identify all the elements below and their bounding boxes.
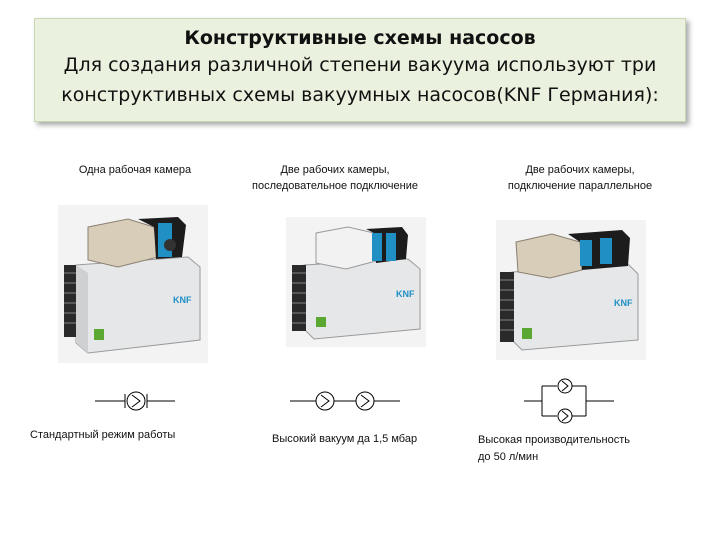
svg-text:KNF: KNF [173, 295, 192, 305]
slide-header: Конструктивные схемы насосов Для создани… [34, 18, 686, 122]
caption-single-line1: Одна рабочая камера [78, 164, 192, 176]
caption-serial-line2: последовательное подключение [252, 180, 418, 192]
serial-schema [290, 391, 400, 411]
single-chamber-pump-image: KNF [58, 205, 208, 363]
caption-parallel-line2: подключение параллельное [507, 180, 653, 192]
serial-two-chamber-pump-image: KNF [286, 217, 426, 347]
caption-serial-line1: Две рабочих камеры, [280, 164, 390, 176]
slide-subtitle-line1: Для создания различной степени вакуума и… [63, 54, 657, 76]
parallel-two-chamber-pump-image: KNF [496, 220, 646, 360]
footnote-parallel-line1: Высокая производительность [478, 434, 630, 446]
single-chamber-schema [95, 391, 175, 411]
footnote-single-line1: Стандартный режим работы [30, 429, 176, 441]
slide-title: Конструктивные схемы насосов [184, 27, 536, 49]
svg-text:KNF: KNF [396, 289, 415, 299]
caption-single-chamber: Одна рабочая камера [50, 162, 220, 178]
caption-parallel: Две рабочих камеры, подключение параллел… [480, 162, 680, 194]
caption-parallel-line1: Две рабочих камеры, [525, 164, 635, 176]
slide-subtitle-line2: конструктивных схемы вакуумных насосов(K… [61, 84, 659, 106]
caption-serial: Две рабочих камеры, последовательное под… [225, 162, 445, 194]
parallel-schema [524, 378, 614, 424]
footnote-parallel: Высокая производительность до 50 л/мин [478, 432, 630, 466]
footnote-serial-line1: Высокий вакуум да 1,5 мбар [272, 433, 418, 445]
footnote-serial: Высокий вакуум да 1,5 мбар [272, 431, 417, 448]
footnote-single: Стандартный режим работы [30, 427, 175, 444]
svg-text:KNF: KNF [614, 298, 633, 308]
footnote-parallel-line2: до 50 л/мин [478, 451, 539, 463]
